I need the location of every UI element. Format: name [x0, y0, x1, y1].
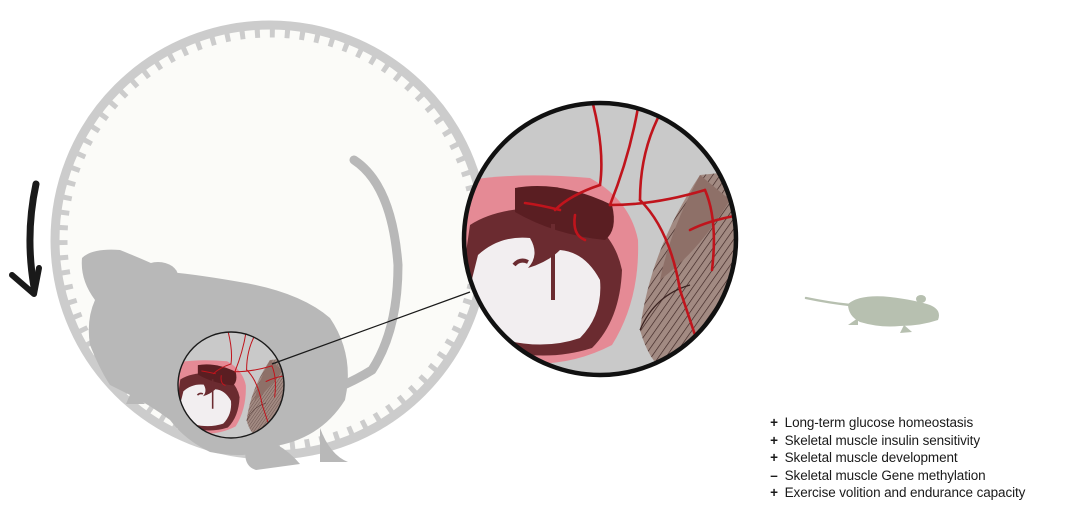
outcome-sign: +	[767, 414, 781, 432]
outcome-item: + Skeletal muscle insulin sensitivity	[767, 432, 1025, 450]
outcome-item: + Long-term glucose homeostasis	[767, 414, 1025, 432]
outcome-text: Exercise volition and endurance capacity	[785, 485, 1026, 500]
outcome-text: Skeletal muscle insulin sensitivity	[785, 433, 980, 448]
outcome-sign: +	[767, 432, 781, 450]
offspring-mouse	[806, 295, 939, 333]
offspring-outcomes-list: + Long-term glucose homeostasis + Skelet…	[767, 414, 1025, 502]
outcome-item: + Skeletal muscle development	[767, 449, 1025, 467]
outcome-sign: +	[767, 484, 781, 502]
outcome-sign: +	[767, 449, 781, 467]
outcome-item: – Skeletal muscle Gene methylation	[767, 467, 1025, 485]
uterus-inset-large	[450, 90, 750, 390]
outcome-text: Skeletal muscle Gene methylation	[785, 468, 986, 483]
outcome-text: Skeletal muscle development	[785, 450, 958, 465]
outcome-item: + Exercise volition and endurance capaci…	[767, 484, 1025, 502]
outcome-sign: –	[767, 467, 781, 485]
rotation-arrow-icon	[12, 184, 39, 294]
outcome-text: Long-term glucose homeostasis	[785, 415, 973, 430]
